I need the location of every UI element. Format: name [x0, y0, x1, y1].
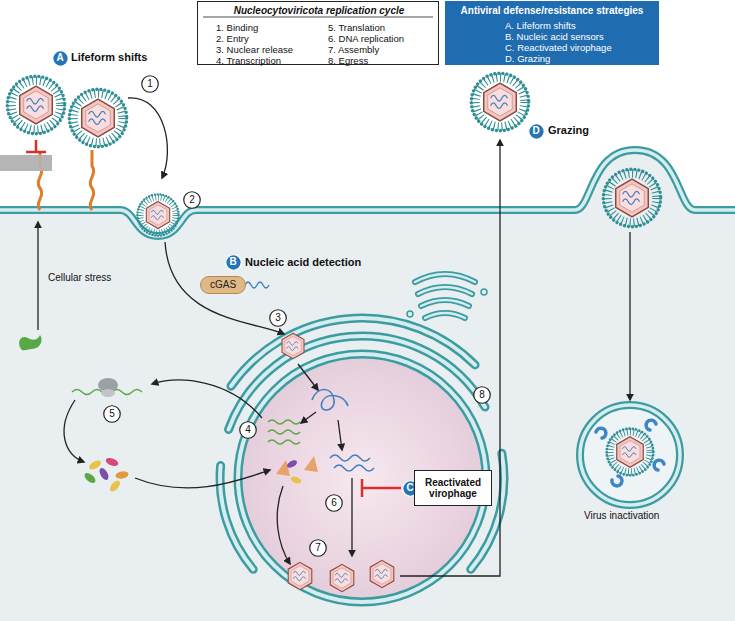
- viruses: [7, 73, 660, 235]
- step-marker: 3: [269, 309, 287, 327]
- strategy-text: B. Nucleic acid sensors: [505, 31, 604, 42]
- strategy-letter: A: [52, 50, 69, 67]
- number-circle: [326, 495, 343, 512]
- legend-box: Nucleocytoviricota replication cycle 1. B…: [197, 1, 439, 65]
- cell: [0, 150, 735, 621]
- number-circle: [240, 422, 257, 439]
- sensor-pill: cGAS: [200, 276, 246, 294]
- strategy-circle: [528, 123, 544, 139]
- number-circle: [104, 406, 121, 423]
- callout-number: 3: [269, 309, 287, 327]
- lifeform-shift: [0, 140, 94, 350]
- legend-text: 7. Assembly: [328, 44, 379, 55]
- strategy-circle: [225, 254, 241, 270]
- step-marker: 2: [183, 191, 201, 209]
- callout-number: 4: [239, 421, 257, 439]
- step-marker: 4: [239, 421, 257, 439]
- strategy-text: D. Grazing: [505, 53, 550, 64]
- virophage-label: Reactivated virophage: [415, 471, 491, 505]
- step-marker: 7: [309, 539, 327, 557]
- strategy-marker: A: [52, 50, 69, 67]
- strategy-letter: D: [528, 123, 545, 140]
- step-marker: 5: [103, 405, 121, 423]
- step-marker: 1: [141, 75, 159, 93]
- legend-text: 6. DNA replication: [328, 33, 404, 44]
- callout-number: 1: [141, 75, 159, 93]
- nucleus-er: [220, 318, 504, 602]
- number-circle: [474, 387, 491, 404]
- section-label: Grazing: [548, 124, 589, 136]
- legend-text: 3. Nuclear release: [216, 44, 293, 55]
- callout-number: 8: [473, 386, 491, 404]
- strategy-letter: B: [225, 254, 242, 271]
- legend-text: 2. Entry: [216, 33, 249, 44]
- strategy-text: Antiviral defense/resistance strategies: [445, 5, 659, 16]
- sensor-name: cGAS: [200, 276, 246, 294]
- legend-text: 4. Transcription: [216, 55, 281, 66]
- callout-number: 6: [325, 494, 343, 512]
- number-circle: [270, 310, 287, 327]
- legend-rule: [203, 17, 433, 18]
- step-marker: 6: [325, 494, 343, 512]
- strategy-text: A. Lifeform shifts: [505, 20, 576, 31]
- step-marker: 8: [473, 386, 491, 404]
- grazing-vacuole: [580, 405, 680, 505]
- golgi: [407, 274, 487, 318]
- strategy-marker: D: [528, 123, 545, 140]
- cycle-arrows: [64, 98, 630, 576]
- legend-text: 1. Binding: [216, 22, 258, 33]
- number-circle: [310, 540, 327, 557]
- nucleus-contents: [268, 333, 401, 591]
- annotation-label: Cellular stress: [48, 272, 111, 284]
- strategy-box: Antiviral defense/resistance strategiesA…: [445, 1, 659, 65]
- annotation-label: Virus inactivation: [584, 510, 659, 522]
- section-label: Lifeform shifts: [71, 51, 147, 63]
- number-circle: [184, 192, 201, 209]
- legend-text: 5. Translation: [328, 22, 385, 33]
- callout-number: 5: [103, 405, 121, 423]
- callout-number: 2: [183, 191, 201, 209]
- callout-number: 7: [309, 539, 327, 557]
- number-circle: [142, 76, 159, 93]
- legend-text: 8. Egress: [328, 55, 368, 66]
- strategy-marker: B: [225, 254, 242, 271]
- section-label: Nucleic acid detection: [245, 256, 361, 268]
- cytoplasm-contents: [72, 282, 269, 493]
- pill-shape: [201, 277, 246, 294]
- strategy-circle: [52, 50, 68, 66]
- virophage-box: Reactivated virophage: [414, 470, 492, 506]
- legend-text: Nucleocytoviricota replication cycle: [198, 5, 440, 16]
- strategy-text: C. Reactivated virophage: [505, 42, 612, 53]
